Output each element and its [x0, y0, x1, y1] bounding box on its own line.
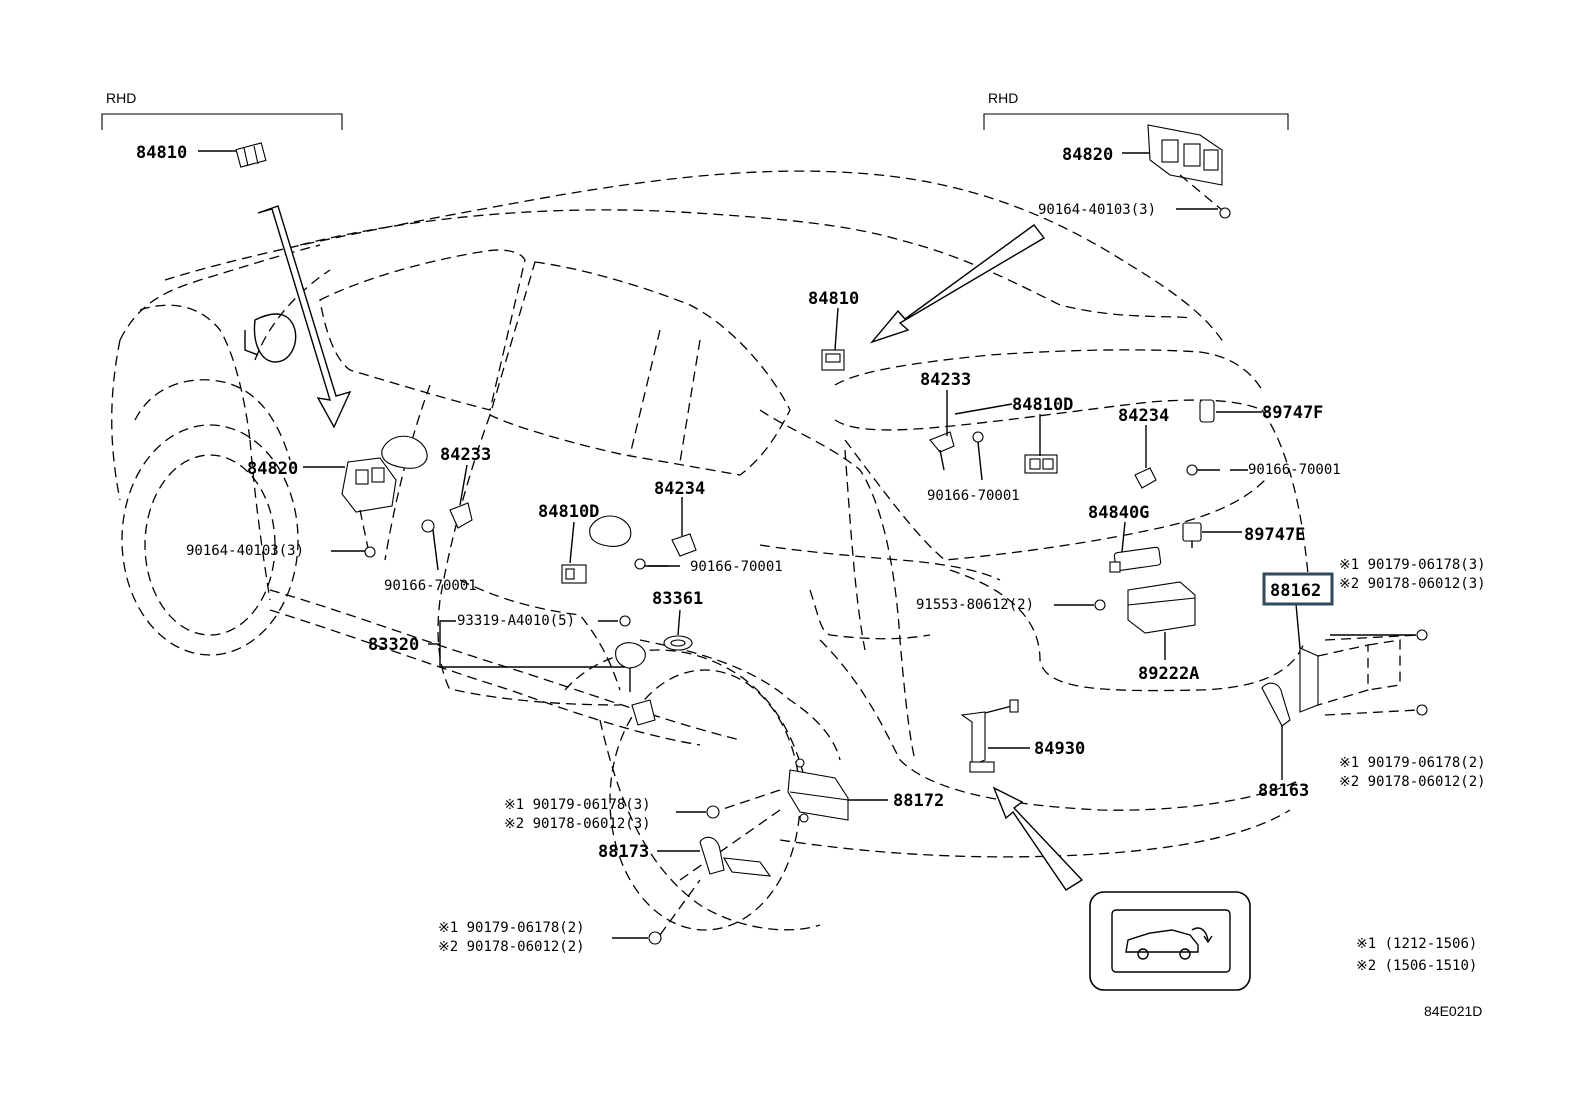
part-90166-screw-center: [634, 558, 680, 570]
label-89222A[interactable]: 89222A: [1138, 664, 1199, 684]
rhd-label-left: RHD: [106, 90, 136, 106]
label-84234-right[interactable]: 84234: [1118, 406, 1169, 426]
label-88163[interactable]: 88163: [1258, 781, 1309, 801]
label-84810-mid[interactable]: 84810: [808, 289, 859, 309]
label-note1-90179-06178-d[interactable]: ※1 90179-06178(2): [438, 920, 585, 936]
label-90166-70001-right2[interactable]: 90166-70001: [1248, 462, 1341, 478]
figure-code: 84E021D: [1424, 1003, 1482, 1019]
label-90166-70001-center[interactable]: 90166-70001: [690, 559, 783, 575]
note-1-range: ※1 (1212-1506): [1356, 936, 1477, 952]
rhd-bracket-right: RHD: [983, 90, 1289, 130]
label-84810D-right[interactable]: 84810D: [1012, 395, 1073, 415]
leader-lines: [198, 150, 1416, 939]
label-90166-70001-left[interactable]: 90166-70001: [384, 578, 477, 594]
part-84234-sensor-left: [671, 533, 697, 557]
label-84233-right[interactable]: 84233: [920, 370, 971, 390]
part-84810D-switch-left: [561, 564, 587, 584]
rhd-bracket-left: RHD: [101, 90, 343, 130]
direction-arrow-left: [257, 205, 352, 429]
label-93319-A4010[interactable]: 93319-A4010(5): [457, 613, 575, 629]
part-84930-height-sensor: [960, 699, 1019, 773]
part-door-handle-left: [381, 435, 428, 469]
label-88162[interactable]: 88162: [1270, 581, 1321, 601]
rhd-label-right: RHD: [988, 90, 1018, 106]
label-90164-40103-top[interactable]: 90164-40103(3): [1038, 202, 1156, 218]
part-84840G-switch: [1109, 546, 1162, 573]
part-84810-switch-mid: [821, 349, 845, 371]
tailgate-switch-detail: [1089, 891, 1251, 991]
label-90164-40103-left[interactable]: 90164-40103(3): [186, 543, 304, 559]
part-90166-screw-right2: [1186, 464, 1220, 476]
label-note1-90179-06178-a[interactable]: ※1 90179-06178(3): [1339, 557, 1486, 573]
direction-arrow-top: [869, 224, 1046, 344]
vehicle-body-outline: [111, 170, 1311, 931]
part-83320-fuel-lid-opener: [615, 615, 656, 726]
label-83320[interactable]: 83320: [368, 635, 419, 655]
part-89747E-sensor: [1182, 522, 1202, 548]
part-89747F-sensor: [1199, 399, 1215, 423]
part-84233-sensor-right: [929, 431, 955, 471]
part-88163-bracket: [1261, 682, 1291, 727]
part-84810D-switch-right: [1024, 454, 1058, 474]
part-89222A-module: [1094, 581, 1196, 634]
part-84234-sensor-right: [1134, 467, 1157, 489]
label-note1-90179-06178-b[interactable]: ※1 90179-06178(2): [1339, 755, 1486, 771]
label-84810-top[interactable]: 84810: [136, 143, 187, 163]
label-88172[interactable]: 88172: [893, 791, 944, 811]
label-84233-left[interactable]: 84233: [440, 445, 491, 465]
label-84234-left[interactable]: 84234: [654, 479, 705, 499]
part-88173-bracket: [648, 836, 772, 945]
part-door-handle-center: [589, 515, 632, 547]
direction-arrow-bottom: [992, 786, 1084, 891]
part-88172-module: [679, 758, 849, 881]
label-89747E[interactable]: 89747E: [1244, 525, 1305, 545]
part-84820-power-window-switch-left: [341, 457, 397, 558]
part-84233-sensor-left: [449, 502, 473, 529]
part-88162-sensor: [1299, 629, 1428, 716]
part-83361-grommet: [663, 635, 693, 651]
label-88173[interactable]: 88173: [598, 842, 649, 862]
label-84810D-left[interactable]: 84810D: [538, 502, 599, 522]
note-2-range: ※2 (1506-1510): [1356, 958, 1477, 974]
label-89747F[interactable]: 89747F: [1262, 403, 1323, 423]
label-note2-90178-06012-b[interactable]: ※2 90178-06012(2): [1339, 774, 1486, 790]
part-labels: 84810 84820 90164-40103(3) 84810 84233 8…: [136, 143, 1486, 955]
label-91553-80612[interactable]: 91553-80612(2): [916, 597, 1034, 613]
highlight-box-88162: [1262, 572, 1334, 606]
liftgate-icon: [1125, 927, 1213, 960]
label-84930[interactable]: 84930: [1034, 739, 1085, 759]
label-90166-70001-right1[interactable]: 90166-70001: [927, 488, 1020, 504]
label-84820-top[interactable]: 84820: [1062, 145, 1113, 165]
label-83361[interactable]: 83361: [652, 589, 703, 609]
label-note2-90178-06012-c[interactable]: ※2 90178-06012(3): [504, 816, 651, 832]
label-note2-90178-06012-d[interactable]: ※2 90178-06012(2): [438, 939, 585, 955]
part-84820-power-window-switch-top: [1147, 124, 1231, 219]
part-90166-screw-right1: [972, 431, 984, 481]
part-84810-switch-top: [235, 142, 267, 168]
label-84820-left[interactable]: 84820: [247, 459, 298, 479]
label-84840G[interactable]: 84840G: [1088, 503, 1149, 523]
label-note1-90179-06178-c[interactable]: ※1 90179-06178(3): [504, 797, 651, 813]
part-90166-screw-left: [421, 519, 439, 571]
label-note2-90178-06012-a[interactable]: ※2 90178-06012(3): [1339, 576, 1486, 592]
